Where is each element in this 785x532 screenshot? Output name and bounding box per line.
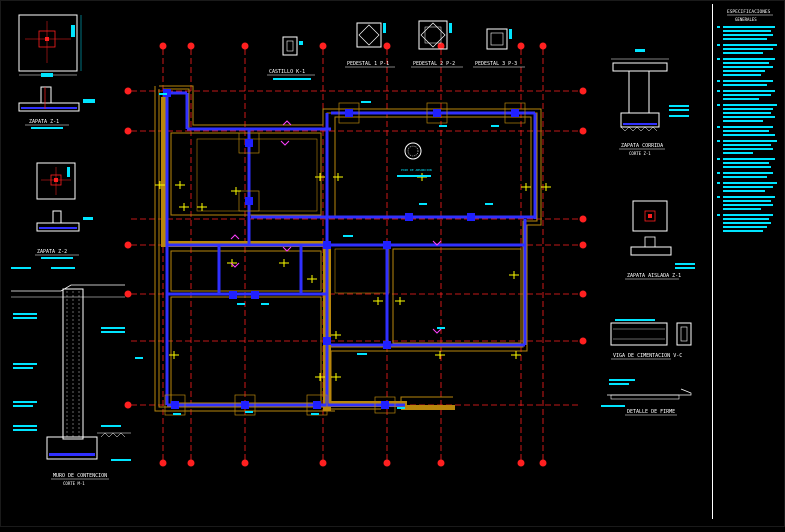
magenta-marks: [230, 120, 442, 334]
specifications-sheet: ESPECIFICACIONES GENERALES: [717, 9, 777, 232]
firme-title: DETALLE DE FIRME: [627, 409, 675, 415]
detail-pedestal-3: PEDESTAL 3 P-3: [473, 28, 525, 68]
zapata-aislada-title: ZAPATA AISLADA Z-1: [627, 273, 681, 279]
spec-note-lines: [717, 26, 777, 232]
load-walls: [161, 97, 455, 411]
specs-subtitle: GENERALES: [735, 17, 757, 22]
cyan-annotations: [135, 93, 499, 415]
detail-zapata-corrida: ZAPATA CORRIDA CORTE Z-1: [611, 49, 689, 156]
muro-title: MURO DE CONTENCION: [53, 473, 107, 479]
zapata-z1-title: ZAPATA Z-1: [29, 119, 59, 125]
detail-zapata-aislada: ZAPATA AISLADA Z-1: [625, 200, 695, 280]
detail-firme: DETALLE DE FIRME: [601, 379, 692, 416]
detail-zapata-z2: ZAPATA Z-2: [35, 162, 93, 259]
detail-zapata-z1: ZAPATA Z-1: [18, 14, 95, 129]
castillo-title: CASTILLO K-1: [269, 69, 305, 75]
muro-corte: CORTE M-1: [63, 481, 85, 486]
detail-pedestal-1: PEDESTAL 1 P-1: [345, 22, 395, 68]
detail-viga: VIGA DE CIMENTACION V-C: [610, 319, 692, 360]
grid-marker-right: [579, 87, 587, 345]
grid-marker-left: [124, 87, 132, 409]
specifications-panel: ESPECIFICACIONES GENERALES: [712, 4, 782, 519]
zapata-corrida-title: ZAPATA CORRIDA: [621, 143, 663, 149]
foundation-walls: [154, 85, 542, 412]
pedestal2-title: PEDESTAL 2 P-2: [413, 61, 455, 67]
foundation-beams: [165, 91, 537, 407]
pedestal1-title: PEDESTAL 1 P-1: [347, 61, 389, 67]
grid-markers: [124, 42, 587, 467]
zapata-z2-title: ZAPATA Z-2: [37, 249, 67, 255]
pozo-label: POZO DE ABSORCION: [401, 168, 432, 172]
detail-pedestal-2: PEDESTAL 2 P-2: [411, 20, 463, 68]
grid-marker-top: [159, 42, 547, 50]
pozo-absorcion: POZO DE ABSORCION: [397, 142, 432, 177]
grid-marker-bottom: [159, 459, 547, 467]
section-markers: [155, 173, 551, 381]
detail-muro: MURO DE CONTENCION CORTE M-1: [11, 267, 131, 486]
specs-title: ESPECIFICACIONES: [727, 9, 771, 15]
viga-title: VIGA DE CIMENTACION V-C: [613, 353, 682, 359]
zapata-corrida-corte: CORTE Z-1: [629, 151, 651, 156]
pedestal3-title: PEDESTAL 3 P-3: [475, 61, 517, 67]
detail-castillo: CASTILLO K-1: [267, 36, 315, 80]
